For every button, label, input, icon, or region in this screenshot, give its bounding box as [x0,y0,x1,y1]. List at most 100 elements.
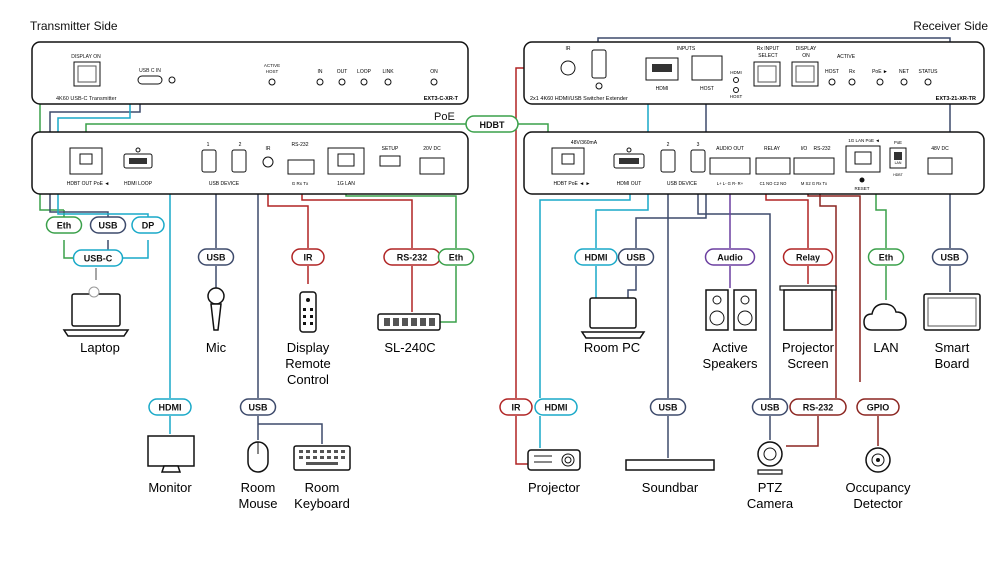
rx-lan-port-inner [854,151,872,165]
ir-cable-rx [515,67,568,398]
rx-front-model: EXT3-21-XR-TR [936,96,976,102]
cable-tag-pill [534,398,578,416]
rx-usb3-port[interactable] [690,149,706,173]
tx-front-name: 4K60 USB-C Transmitter [56,96,117,102]
tx-active-label: ACTIVE [264,63,280,68]
monitor-label: Monitor [148,480,192,495]
rx-hdmi-out-inner [619,158,639,164]
rx-input-select-inner [757,65,777,83]
sl240c-keypad-icon [377,313,441,331]
rx-front-usb-port[interactable] [591,49,607,79]
rx-relay-port[interactable] [755,157,791,175]
rx-rx-led [848,78,856,86]
rx-lan-poe-label: 1G LAN PoE ◄ [848,138,879,143]
tx-front-body [31,41,469,105]
rx-io-rs232-port[interactable] [793,157,835,175]
cable-tag-usb-sb: USB [931,248,969,266]
smart-board-icon [923,293,981,331]
cable-tag-audio: Audio [704,248,756,266]
relay-cable [765,188,809,248]
tx-usbc-port[interactable] [137,75,163,85]
cable-tag-pill [931,248,969,266]
cable-tag-dp: DP [131,216,165,234]
tx-hdbt-out-port-inner [79,153,93,165]
rx-hdmi-label: HDMI [656,86,669,92]
rx-hdmi-out-label: HDMI OUT [617,181,642,187]
poe-label: PoE [434,111,455,123]
cable-tag-pill [239,398,277,416]
rx-host-led-label: HOST [730,94,743,99]
devices-layer: Laptop Mic Display Remote Control SL-240… [62,285,981,511]
rx-reset-button[interactable] [859,177,865,183]
tx-rs232-pins: G Rx Tx [292,181,309,186]
smart-board-label-2: Board [935,356,970,371]
tx-rs232-port[interactable] [287,159,315,175]
cable-tag-usb-mouse: USB [239,398,277,416]
cable-tag-text: HDMI [585,253,608,263]
cable-tag-text: Eth [879,253,894,263]
mic-icon [207,287,225,331]
rx-audio-out-port[interactable] [709,157,751,175]
cable-tag-hdmi-pc: HDMI [574,248,618,266]
rx-hdbt-port[interactable] [551,147,585,175]
remote-label-1: Display [287,340,330,355]
tx-hdbt-out-port[interactable] [69,147,103,175]
tx-usb1-port[interactable] [201,149,217,173]
tx-active-host-led [268,78,276,86]
cable-tag-pill [499,398,533,416]
cable-tag-text: HDMI [159,403,182,413]
tx-usbc-in-label: USB C IN [139,68,161,74]
rx-usb3-num: 3 [697,142,700,148]
rx-poe-switch-knob [894,152,902,160]
rx-net-led [900,78,908,86]
rx-display-on-inner [795,65,815,83]
soundbar-icon [625,459,715,471]
tx-ir-port[interactable] [262,156,274,168]
rx-input-select-label-1: Rx INPUT [757,46,780,52]
rx-hdbt-switch-label: HDBT [893,173,903,177]
tx-front-model: EXT3-C-XR-T [424,96,459,102]
cable-tag-pill [617,248,655,266]
rx-host-usb-port[interactable] [691,55,723,81]
transmitter-front-panel: DISPLAY ON 4K60 USB-C Transmitter USB C … [31,41,469,105]
rx-usb2-port[interactable] [660,149,676,173]
tx-display-on-button-inner [77,65,97,83]
rx-host-led [733,87,739,93]
cable-tag-usb-pc: USB [617,248,655,266]
cable-tag-text: USB [760,403,780,413]
tx-usb2-port[interactable] [231,149,247,173]
tx-lan-port[interactable] [327,147,365,175]
transmitter-rear-panel: HDBT OUT PoE ◄ HDMI LOOP 1 2 USB DEVICE … [31,131,469,195]
cable-tag-usb-soundbar: USB [649,398,687,416]
rx-dc-port[interactable] [927,157,953,175]
rx-io-pins: M S2 G Rx Tx [801,181,828,186]
monitor-icon [147,435,195,473]
mouse-icon [247,441,269,473]
tx-dc-port[interactable] [419,157,445,175]
cable-tag-pill [751,398,789,416]
tx-usb2-num: 2 [239,142,242,148]
rx-lan-switch-label: LAN [895,161,902,165]
tx-display-on-label: DISPLAY ON [71,54,101,60]
cable-tag-pill [131,216,165,234]
cable-tag-pill [89,216,127,234]
tx-setup-switch[interactable] [379,155,401,167]
cable-tag-pill [437,248,475,266]
remote-control-icon [299,291,317,333]
cable-tag-hdmi-mon: HDMI [148,398,192,416]
cable-tag-pill [856,398,900,416]
transmitter-side-heading: Transmitter Side [30,19,118,33]
cable-tag-pill [291,248,325,266]
cable-tag-eth1: Eth [45,216,83,234]
rx-lan-port[interactable] [845,145,881,173]
tx-hdbt-out-label: HDBT OUT PoE ◄ [67,181,110,187]
rx-host-label: HOST [700,86,714,92]
tx-link-label: LINK [382,69,394,75]
rx-poe-switch-label: PoE [894,140,902,145]
cable-tag-pill [704,248,756,266]
tx-power-icon [168,76,176,84]
rx-rs232-label: RS-232 [814,146,831,152]
cable-tag-text: GPIO [867,403,890,413]
smart-board-label-1: Smart [935,340,970,355]
